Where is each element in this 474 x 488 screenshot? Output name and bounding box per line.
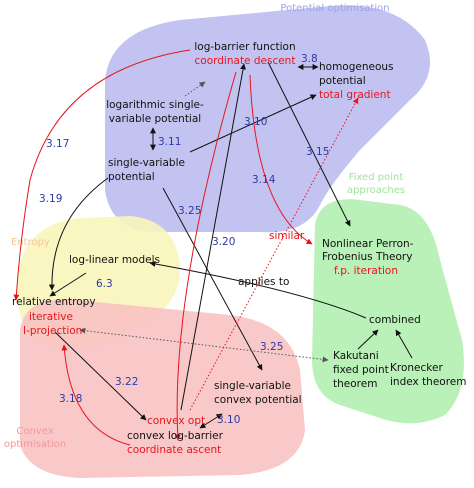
- node-sv-convex-line1: single-variable: [214, 380, 291, 392]
- node-nonlinear-pf-method: f.p. iteration: [334, 265, 398, 277]
- node-kronecker: Kronecker index theorem: [390, 362, 467, 388]
- edge-kakutani-to-combined: [357, 329, 379, 350]
- edge-sv-convex-to-convex-lb: [199, 413, 223, 429]
- node-log-single-line2: variable potential: [109, 113, 201, 125]
- node-log-linear: log-linear models: [69, 254, 160, 266]
- edge-label-3-10-lower: 3.10: [217, 414, 240, 426]
- edge-label-3-20: 3.20: [212, 236, 235, 248]
- node-homogeneous: homogeneous potential total gradient: [319, 61, 394, 101]
- node-log-barrier: log-barrier function coordinate descent: [194, 41, 295, 67]
- node-convex-opt-title: convex opt.: [147, 415, 208, 427]
- node-homogeneous-line2: potential: [319, 75, 366, 87]
- node-single-var-line2: potential: [108, 171, 155, 183]
- edge-label-3-14: 3.14: [252, 174, 276, 186]
- node-kakutani-line1: Kakutani: [333, 350, 379, 362]
- edge-label-3-18: 3.18: [59, 393, 82, 405]
- edge-log-linear-to-rel-entropy: [49, 272, 87, 297]
- edge-label-applies-to: applies to: [238, 276, 289, 288]
- node-kronecker-line2: index theorem: [390, 376, 467, 388]
- edge-label-similar: similar: [269, 230, 305, 242]
- edge-rel-entropy-to-convex-opt: [54, 331, 147, 421]
- edge-single-var-to-homogeneous: [189, 94, 317, 153]
- node-homogeneous-line1: homogeneous: [319, 61, 394, 73]
- node-rel-entropy-method1: iterative: [29, 311, 73, 323]
- edge-kronecker-to-combined: [395, 329, 413, 359]
- entropy-region-label: Entropy: [11, 237, 50, 248]
- node-combined: combined: [369, 314, 421, 326]
- potential-region: [105, 5, 430, 233]
- node-sv-convex-line2: convex potential: [214, 394, 302, 406]
- edge-label-3-22: 3.22: [115, 376, 138, 388]
- node-kakutani-line2: fixed point: [333, 364, 389, 376]
- node-kakutani-line3: theorem: [333, 378, 377, 390]
- node-single-var-line1: single-variable: [108, 157, 185, 169]
- node-log-single-line1: logarithmic single-: [106, 99, 204, 111]
- edge-red-log-barrier-to-nonlinear-pf: [249, 74, 313, 245]
- node-rel-entropy: relative entropy iterative I-projection: [12, 296, 96, 337]
- edge-label-3-25-upper: 3.25: [178, 205, 201, 217]
- edge-red-convex-lb-to-rel-entropy: [61, 344, 131, 446]
- edge-combined-to-log-linear: [149, 261, 367, 319]
- edge-label-3-8: 3.8: [301, 53, 318, 65]
- node-sv-convex: single-variable convex potential: [214, 380, 302, 406]
- edge-dotted-convex-opt-to-homogeneous: [189, 97, 359, 411]
- node-convex-lb: convex log-barrier coordinate ascent: [127, 430, 224, 456]
- edge-dotted-log-single-to-log-barrier: [184, 81, 206, 97]
- edge-label-3-15: 3.15: [306, 146, 329, 158]
- edge-single-var-to-rel-entropy: [48, 177, 109, 291]
- node-convex-lb-title: convex log-barrier: [127, 430, 224, 442]
- node-log-barrier-title: log-barrier function: [194, 41, 295, 53]
- node-kronecker-line1: Kronecker: [390, 362, 443, 374]
- node-kakutani: Kakutani fixed point theorem: [333, 350, 389, 390]
- edge-label-3-19: 3.19: [39, 193, 62, 205]
- edge-label-6-3: 6.3: [96, 278, 113, 290]
- node-rel-entropy-title: relative entropy: [12, 296, 96, 308]
- node-log-barrier-method: coordinate descent: [195, 55, 296, 67]
- node-homogeneous-method: total gradient: [319, 89, 391, 101]
- edge-label-3-10: 3.10: [244, 116, 267, 128]
- edge-label-3-25-lower: 3.25: [260, 341, 283, 353]
- node-log-linear-title: log-linear models: [69, 254, 160, 266]
- edge-label-3-11: 3.11: [158, 136, 181, 148]
- fixed-point-region: [312, 199, 464, 424]
- node-log-single: logarithmic single- variable potential: [106, 99, 204, 125]
- node-combined-title: combined: [369, 314, 421, 326]
- fixed-point-label-line1: Fixed point: [349, 172, 404, 183]
- edge-red-log-barrier-to-rel-entropy: [13, 49, 191, 301]
- potential-region-label: Potential optimisation: [280, 3, 389, 14]
- convex-label-line1: Convex: [16, 426, 53, 437]
- fixed-point-label-line2: approaches: [347, 185, 405, 196]
- edge-red-log-barrier-to-convex-lb: [174, 71, 237, 441]
- edge-log-barrier-to-nonlinear-pf: [267, 61, 351, 227]
- node-rel-entropy-method2: I-projection: [23, 325, 82, 337]
- node-nonlinear-pf-line2: Frobenius Theory: [322, 251, 412, 263]
- convex-label-line2: optimisation: [4, 439, 66, 450]
- node-convex-lb-method: coordinate ascent: [127, 444, 221, 456]
- node-nonlinear-pf-line1: Nonlinear Perron-: [322, 238, 414, 250]
- node-nonlinear-pf: Nonlinear Perron- Frobenius Theory f.p. …: [322, 238, 414, 277]
- node-single-var: single-variable potential: [108, 157, 185, 183]
- node-convex-opt: convex opt.: [147, 415, 208, 427]
- edge-label-3-17: 3.17: [46, 138, 69, 150]
